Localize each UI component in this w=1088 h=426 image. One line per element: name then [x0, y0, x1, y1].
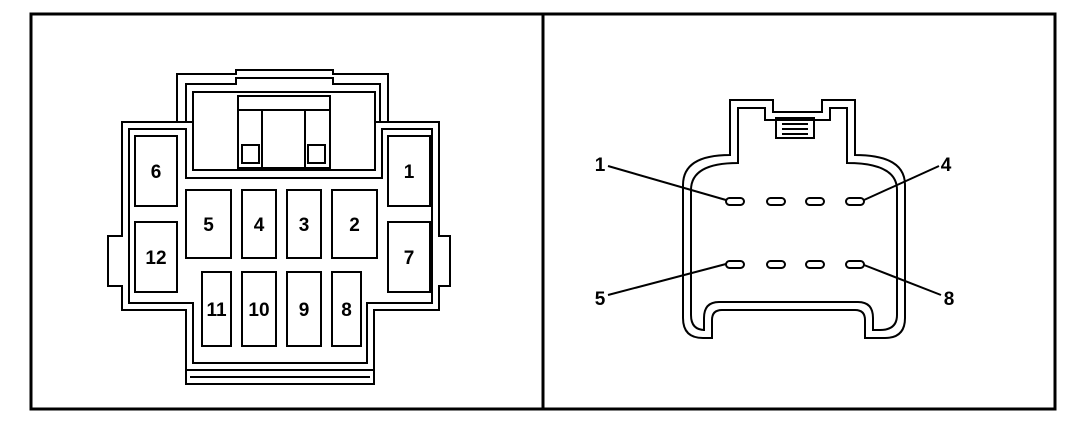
- left-connector: [107, 69, 451, 385]
- cavity-outline: [185, 189, 232, 259]
- right-panel-frame: [541, 12, 1057, 411]
- cavity-outline: [241, 189, 277, 259]
- terminal-3: [805, 197, 825, 206]
- callout-pin-5: 5: [595, 263, 727, 310]
- callout-label: 1: [595, 155, 606, 176]
- cavity-outline: [331, 271, 362, 347]
- leader-line: [863, 264, 942, 296]
- callout-label: 4: [941, 155, 952, 176]
- bottom-skirt: [185, 370, 375, 385]
- right-connector: [682, 99, 906, 339]
- top-latch-inner: [185, 77, 381, 122]
- callout-pin-8: 8: [863, 264, 955, 310]
- main-shell-outer: [107, 121, 451, 371]
- cavity-outline: [387, 135, 431, 207]
- cavity-1: 1: [387, 135, 431, 207]
- cavity-6: 6: [134, 135, 178, 207]
- cavity-label: 5: [203, 215, 214, 236]
- cavity-outline: [134, 135, 178, 207]
- terminal-1: [725, 197, 745, 206]
- leader-line: [863, 165, 940, 201]
- leader-line: [607, 165, 727, 201]
- top-latch-housing: [176, 69, 389, 122]
- callout-label: 8: [944, 289, 955, 310]
- callout-label: 5: [595, 289, 606, 310]
- key-slot: [775, 117, 815, 139]
- terminal-7: [805, 260, 825, 269]
- cavity-label: 11: [206, 300, 227, 321]
- latch-window-left: [241, 144, 260, 164]
- callout-pin-4: 4: [863, 155, 952, 201]
- cavity-label: 2: [349, 215, 360, 236]
- terminal-2: [766, 197, 786, 206]
- cavity-label: 7: [404, 248, 415, 269]
- right-terminals: [725, 197, 865, 269]
- cavity-outline: [387, 221, 431, 293]
- terminal-8: [845, 260, 865, 269]
- right-housing-inner: [690, 107, 898, 331]
- cavity-outline: [201, 271, 232, 347]
- terminal-4: [845, 197, 865, 206]
- callout-pin-1: 1: [595, 155, 727, 201]
- cavity-label: 8: [341, 300, 352, 321]
- right-callouts: 1 4 5 8: [595, 155, 955, 310]
- cavity-label: 10: [248, 300, 269, 321]
- cavity-label: 6: [151, 162, 162, 183]
- latch-window-right: [307, 144, 326, 164]
- cavity-4: 4: [241, 189, 277, 259]
- cavity-label: 12: [145, 248, 166, 269]
- cavity-5: 5: [185, 189, 232, 259]
- cavity-outline: [241, 271, 277, 347]
- terminal-5: [725, 260, 745, 269]
- cavity-outline: [286, 271, 322, 347]
- cavity-outline: [134, 221, 178, 293]
- latch-recess: [192, 91, 376, 171]
- latch-tab: [237, 95, 331, 111]
- cavity-outline: [286, 189, 322, 259]
- cavity-label: 9: [299, 300, 310, 321]
- cavity-outline: [331, 189, 378, 259]
- cavity-9: 9: [286, 271, 322, 347]
- leader-line: [607, 263, 727, 296]
- cavity-2: 2: [331, 189, 378, 259]
- cavity-label: 3: [299, 215, 310, 236]
- cavity-label: 1: [404, 162, 415, 183]
- terminal-6: [766, 260, 786, 269]
- cavity-10: 10: [241, 271, 277, 347]
- cavity-7: 7: [387, 221, 431, 293]
- latch-body: [237, 109, 331, 169]
- cavity-11: 11: [201, 271, 232, 347]
- cavity-12: 12: [134, 221, 178, 293]
- cavity-8: 8: [331, 271, 362, 347]
- right-housing-outer: [682, 99, 906, 339]
- cavity-label: 4: [254, 215, 265, 236]
- cavity-3: 3: [286, 189, 322, 259]
- main-shell-inner: [128, 128, 433, 364]
